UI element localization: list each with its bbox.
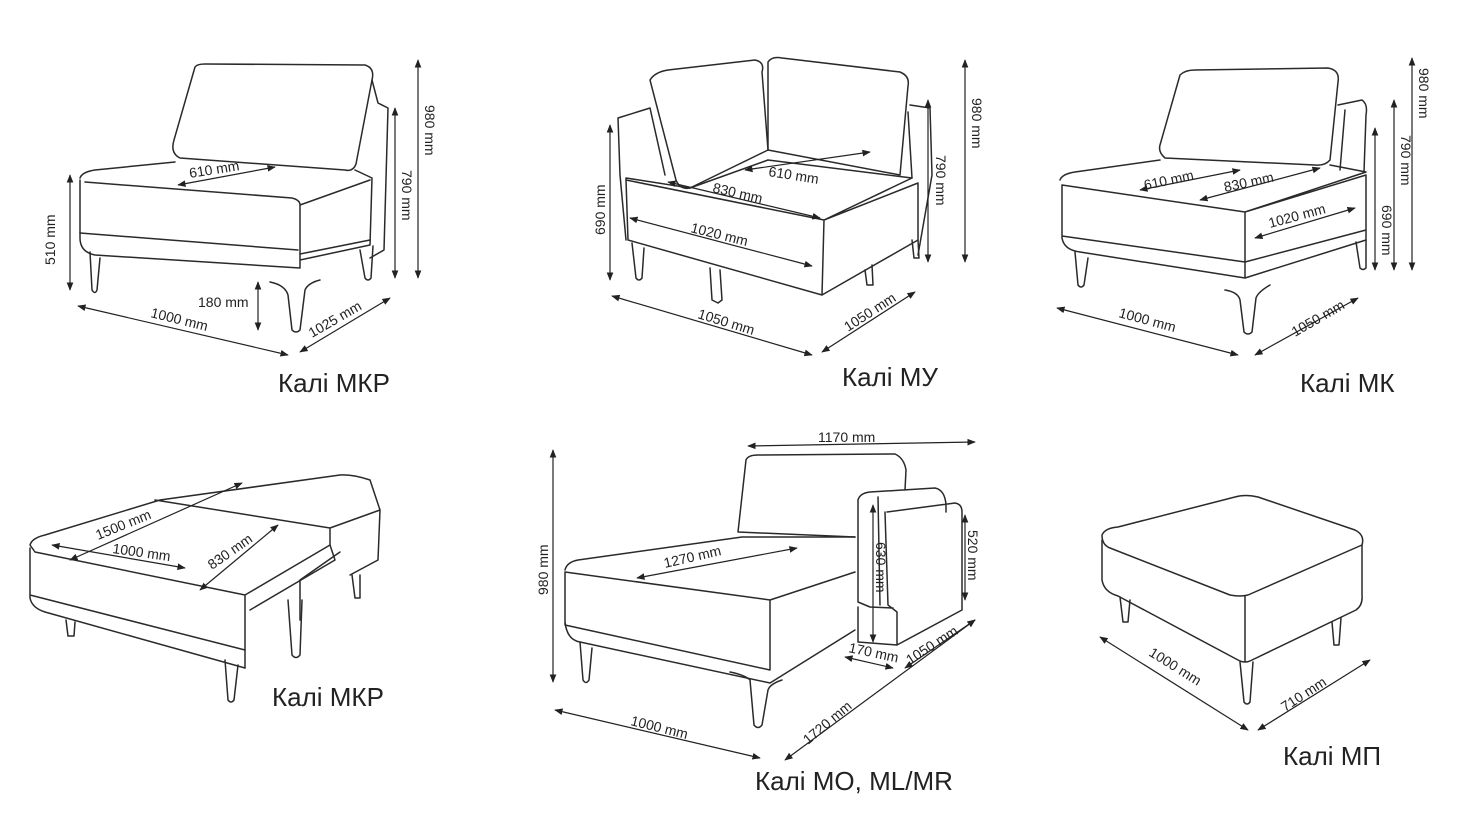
dim-back-height: 790 mm	[933, 155, 949, 206]
seat	[564, 536, 856, 684]
dim-width: 1000 mm	[1117, 304, 1178, 335]
dim-depth: 1050 mm	[1289, 297, 1348, 340]
module-mp-ottoman: 1000 mm 710 mm Калі МП	[1099, 494, 1381, 771]
leg	[1224, 284, 1271, 335]
leg	[269, 279, 321, 333]
bed-side	[29, 544, 336, 669]
leg	[709, 267, 723, 304]
dim-arm-height: 790 mm	[399, 170, 415, 221]
dim-arm-side: 520 mm	[965, 530, 981, 581]
module-mk-chair: 610 mm 830 mm 1020 mm 980 mm 790 mm 690 …	[1056, 57, 1432, 398]
dim-seat-diagonal: 1020 mm	[689, 219, 749, 249]
dim-total-height: 980 mm	[422, 105, 438, 156]
backrest	[1158, 67, 1340, 166]
dim-width: 1000 mm	[1146, 644, 1204, 688]
dim-seat-width: 1020 mm	[1267, 200, 1328, 231]
ottoman-side	[1101, 539, 1363, 663]
leg	[631, 242, 645, 281]
leg	[1355, 239, 1367, 271]
seat	[625, 159, 919, 296]
module-mo-chaise: 1170 mm 980 mm 1270 mm 630 mm 520 mm 170…	[535, 429, 981, 796]
module-mu-corner: 610 mm 830 mm 1020 mm 690 mm 790 mm 980 …	[592, 56, 985, 392]
leg	[351, 574, 361, 599]
leg	[1331, 617, 1342, 646]
leg	[89, 251, 101, 294]
backrest	[172, 63, 374, 172]
dim-section: 830 mm	[205, 530, 256, 572]
dim-arm-height: 690 mm	[1379, 205, 1395, 256]
dim-width: 1000 mm	[629, 712, 689, 742]
leg	[1119, 596, 1131, 623]
dim-leg-height: 180 mm	[198, 294, 249, 310]
leg	[359, 245, 374, 281]
backrest	[737, 453, 907, 538]
dim-back-width: 1170 mm	[818, 429, 875, 445]
dim-seat-depth: 610 mm	[188, 157, 240, 181]
module-title: Калі МКР	[272, 682, 384, 712]
dim-seat-depth-inner: 610 mm	[768, 163, 820, 187]
dim-seat-height: 510 mm	[42, 214, 58, 265]
dim-seat-depth-inner: 610 mm	[1142, 167, 1195, 193]
dim-length: 1720 mm	[800, 698, 855, 748]
leg	[287, 599, 303, 659]
dim-arm-width: 170 mm	[847, 639, 900, 665]
module-title: Калі МО, ML/MR	[755, 766, 953, 796]
module-title: Калі МП	[1283, 741, 1381, 771]
arm-left	[617, 107, 666, 241]
backrest-right	[767, 56, 910, 176]
dim-width: 1050 mm	[696, 306, 756, 338]
leg	[579, 641, 593, 684]
dim-total-height: 980 mm	[969, 98, 985, 149]
module-mkr-bed: 1500 mm 1000 mm 830 mm Калі МКР	[29, 474, 384, 712]
module-title: Калі МУ	[842, 362, 938, 392]
module-mkr-chair: 610 mm 510 mm 180 mm 1000 mm 1025 mm 790…	[42, 59, 438, 398]
module-title: Калі МК	[1300, 368, 1395, 398]
dim-total-height: 980 mm	[1416, 68, 1432, 119]
dim-arm-depth: 1050 mm	[903, 622, 961, 667]
leg	[224, 659, 239, 703]
module-title: Калі МКР	[278, 368, 390, 398]
ottoman-top	[1101, 494, 1364, 597]
dim-depth: 1050 mm	[841, 289, 899, 334]
arm	[1337, 99, 1368, 173]
seat	[79, 161, 373, 269]
dim-arm-height: 690 mm	[592, 184, 608, 235]
dim-seat-depth: 830 mm	[1222, 169, 1275, 195]
leg	[65, 619, 76, 637]
leg	[1074, 251, 1089, 288]
dim-arm-height: 630 mm	[873, 542, 889, 593]
leg	[864, 264, 874, 286]
dim-total-height: 980 mm	[535, 544, 551, 595]
dim-depth: 710 mm	[1278, 674, 1329, 715]
leg	[1239, 661, 1254, 705]
dim-back-height: 790 mm	[1398, 135, 1414, 186]
